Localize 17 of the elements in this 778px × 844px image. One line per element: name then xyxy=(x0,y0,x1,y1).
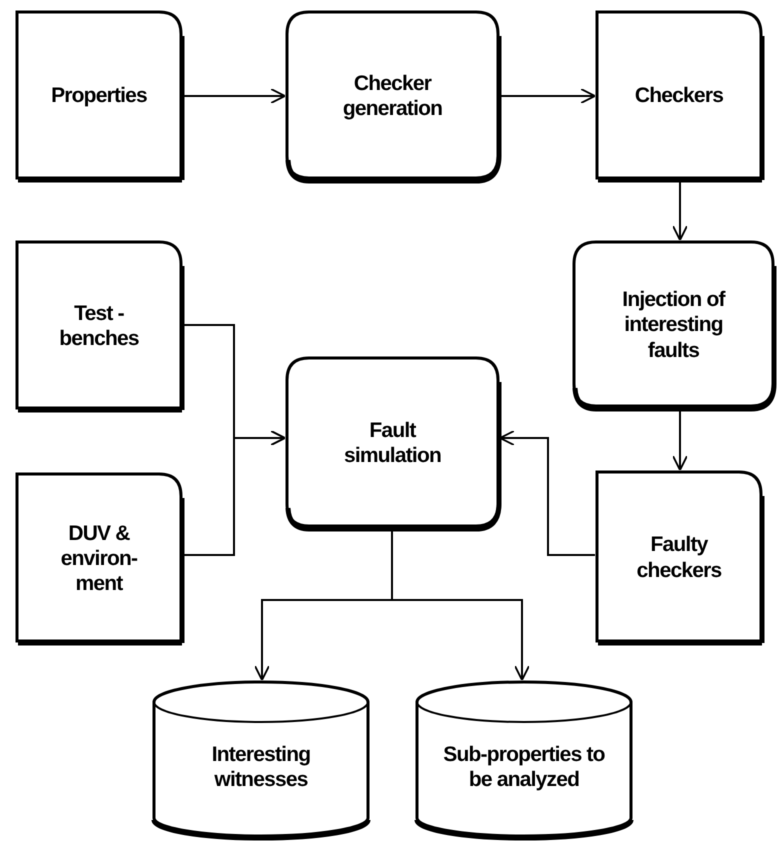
node-label: Checker generation xyxy=(342,70,444,122)
node-label: Fault simulation xyxy=(342,418,442,468)
arrow xyxy=(183,430,286,556)
arrow xyxy=(500,88,596,104)
node-label: Checkers xyxy=(634,83,724,109)
arrow xyxy=(499,430,595,556)
node-label: Faulty checkers xyxy=(636,532,722,583)
node-label: Interesting witnesses xyxy=(210,742,312,792)
arrow xyxy=(672,410,688,471)
arrow xyxy=(183,88,286,104)
node-label: DUV & environ- ment xyxy=(60,520,138,596)
node-label: Properties xyxy=(51,83,147,109)
arrow xyxy=(672,182,688,241)
node-label: Test - benches xyxy=(58,300,140,352)
node-label: Injection of interesting faults xyxy=(621,287,726,363)
arrow xyxy=(391,530,530,681)
node-label: Sub-properties to be analyzed xyxy=(442,742,606,792)
